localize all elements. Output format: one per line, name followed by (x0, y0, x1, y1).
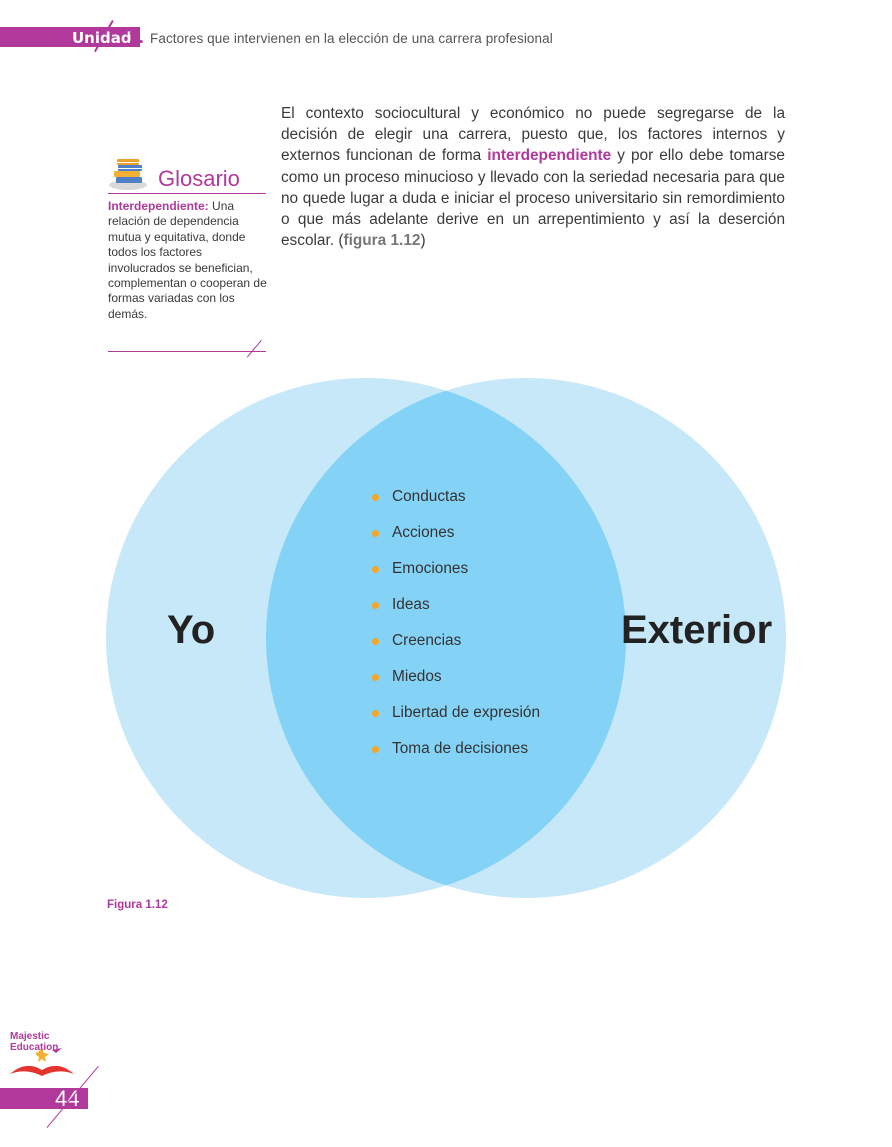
body-paragraph: El contexto sociocultural y económico no… (281, 103, 785, 251)
list-item-label: Conductas (392, 488, 466, 505)
list-item: Libertad de expresión (372, 704, 540, 740)
unit-title: Factores que intervienen en la elección … (150, 31, 553, 46)
bullet-icon (372, 746, 379, 753)
glossary-entry: Interdependiente: Una relación de depend… (108, 199, 268, 322)
list-item-label: Emociones (392, 560, 469, 577)
list-item-label: Creencias (392, 632, 462, 649)
venn-label-left: Yo (167, 608, 216, 652)
figure-reference: figura 1.12 (343, 232, 421, 250)
glossary-title: Glosario (158, 166, 240, 191)
paragraph-part1: El contexto sociocultural y económico no… (281, 105, 785, 165)
venn-item-list: Conductas Acciones Emociones Ideas Creen… (372, 488, 540, 776)
glossary-term: Interdependiente: (108, 199, 209, 213)
list-item-label: Toma de decisiones (392, 740, 529, 757)
paragraph-part3: ) (420, 232, 426, 250)
list-item-label: Miedos (392, 668, 442, 685)
figure-caption: Figura 1.12 (107, 899, 168, 911)
list-item-label: Acciones (392, 524, 455, 541)
bullet-icon (372, 602, 379, 609)
list-item: Conductas (372, 488, 540, 524)
list-item: Toma de decisiones (372, 740, 540, 776)
list-item: Creencias (372, 632, 540, 668)
bullet-icon (372, 530, 379, 537)
bullet-icon (372, 494, 379, 501)
unit-label: Unidad (72, 29, 132, 47)
list-item-label: Libertad de expresión (392, 704, 541, 721)
publisher-logo-icon (10, 1048, 74, 1076)
page-number: 44 (55, 1086, 80, 1111)
list-item: Acciones (372, 524, 540, 560)
paragraph-highlight: interdependiente (487, 147, 612, 165)
list-item: Ideas (372, 596, 540, 632)
unit-number: 1. (128, 29, 145, 47)
bullet-icon (372, 566, 379, 573)
glossary-rule-bottom (108, 351, 266, 352)
bullet-icon (372, 638, 379, 645)
books-icon (109, 159, 147, 190)
bullet-icon (372, 710, 379, 717)
logo-text-line1: Majestic (10, 1031, 50, 1042)
glossary-rule-top (108, 193, 266, 194)
paragraph-part2: y por ello debe tomarse como un proceso … (281, 147, 785, 250)
list-item: Emociones (372, 560, 540, 596)
list-item: Miedos (372, 668, 540, 704)
logo-text-line2: Education (10, 1042, 59, 1053)
list-item-label: Ideas (392, 596, 430, 613)
bullet-icon (372, 674, 379, 681)
venn-label-right: Exterior (621, 608, 773, 652)
glossary-definition: Una relación de dependencia mutua y equi… (108, 199, 267, 321)
venn-overlap (266, 378, 626, 898)
